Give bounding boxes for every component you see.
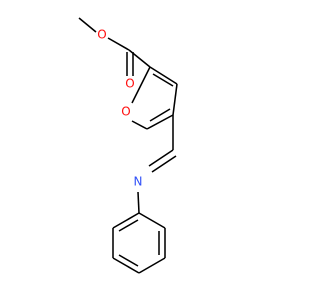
atom-labels: O O O N <box>97 28 142 189</box>
furan-c4-c5-double <box>146 114 174 130</box>
nitrogen-phenyl-bond <box>137 191 140 214</box>
furan-c3-c4 <box>172 83 178 116</box>
molecule-structure: O O O N <box>78 17 178 274</box>
imine-nitrogen-label: N <box>134 175 143 189</box>
phenyl-bond-4 <box>138 257 166 274</box>
phenyl-bond-3 <box>112 257 140 274</box>
phenyl-inner-double-1 <box>118 219 139 232</box>
furan-c2-c3-inner <box>152 73 174 87</box>
imine-double-bond-b <box>151 155 177 173</box>
furan-c4-c5-inner <box>149 108 171 122</box>
phenyl-bond-6 <box>138 212 166 229</box>
furan-oxygen-c2 <box>131 66 151 104</box>
methyl-oxygen-bond <box>78 17 97 33</box>
carbonyl-oxygen-label: O <box>125 77 134 91</box>
ester-oxygen-label: O <box>97 28 106 42</box>
structure-canvas: O O O N <box>78 17 178 274</box>
phenyl-inner-double-2 <box>118 254 139 267</box>
furan-c2-c3-double <box>149 66 178 85</box>
imine-double-bond-a <box>148 149 174 167</box>
bond-layer <box>78 17 178 274</box>
carbonyl-furan-bond <box>128 49 151 68</box>
furan-c5-oxygen <box>131 120 148 130</box>
ring-oxygen-label: O <box>121 105 130 119</box>
oxygen-carbonyl-bond <box>107 37 130 51</box>
phenyl-bond-1 <box>112 212 140 229</box>
